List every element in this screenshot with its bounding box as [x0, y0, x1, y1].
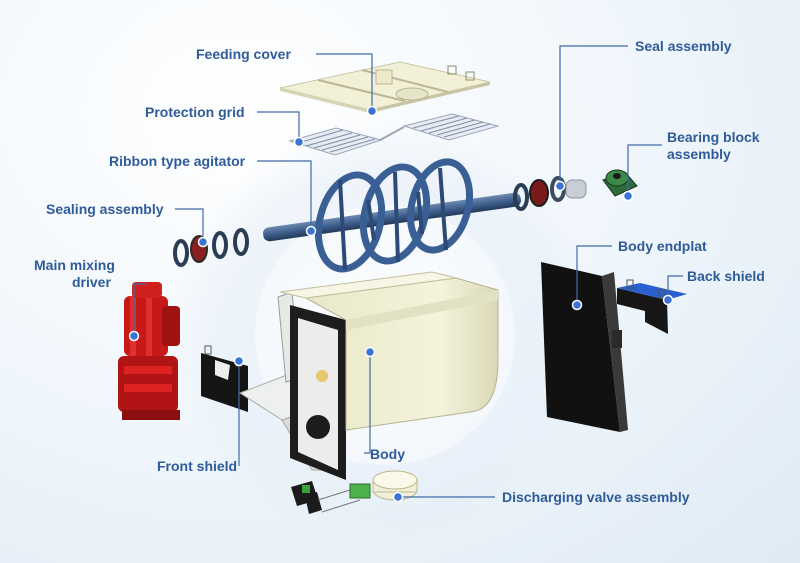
label-protection-grid: Protection grid — [145, 104, 245, 120]
label-front-shield: Front shield — [157, 458, 238, 474]
label-discharging-valve-assembly: Discharging valve assembly — [502, 489, 690, 505]
front-shield — [201, 345, 248, 412]
label-bearing-block-line2: assembly — [667, 146, 731, 162]
discharging-valve-assembly — [291, 470, 418, 514]
main-mixing-driver — [118, 282, 180, 420]
label-seal-assembly: Seal assembly — [635, 38, 732, 54]
back-shield — [617, 279, 687, 334]
leader-lines — [133, 45, 683, 498]
label-bearing-block-line1: Bearing block — [667, 129, 760, 145]
body-endplate — [541, 262, 628, 432]
protection-grid — [288, 113, 500, 156]
label-body: Body — [370, 446, 405, 462]
trough-body — [238, 271, 499, 480]
label-feeding-cover: Feeding cover — [196, 46, 291, 62]
label-ribbon-agitator: Ribbon type agitator — [109, 153, 246, 169]
label-main-mixing-driver-line2: driver — [72, 274, 111, 290]
ribbon-agitator — [263, 158, 521, 273]
label-body-endplat: Body endplat — [618, 238, 707, 254]
label-sealing-assembly: Sealing assembly — [46, 201, 164, 217]
leader-dots — [128, 105, 674, 503]
label-main-mixing-driver-line1: Main mixing — [34, 257, 115, 273]
feeding-cover — [279, 61, 491, 113]
bearing-block — [602, 169, 638, 197]
label-back-shield: Back shield — [687, 268, 765, 284]
